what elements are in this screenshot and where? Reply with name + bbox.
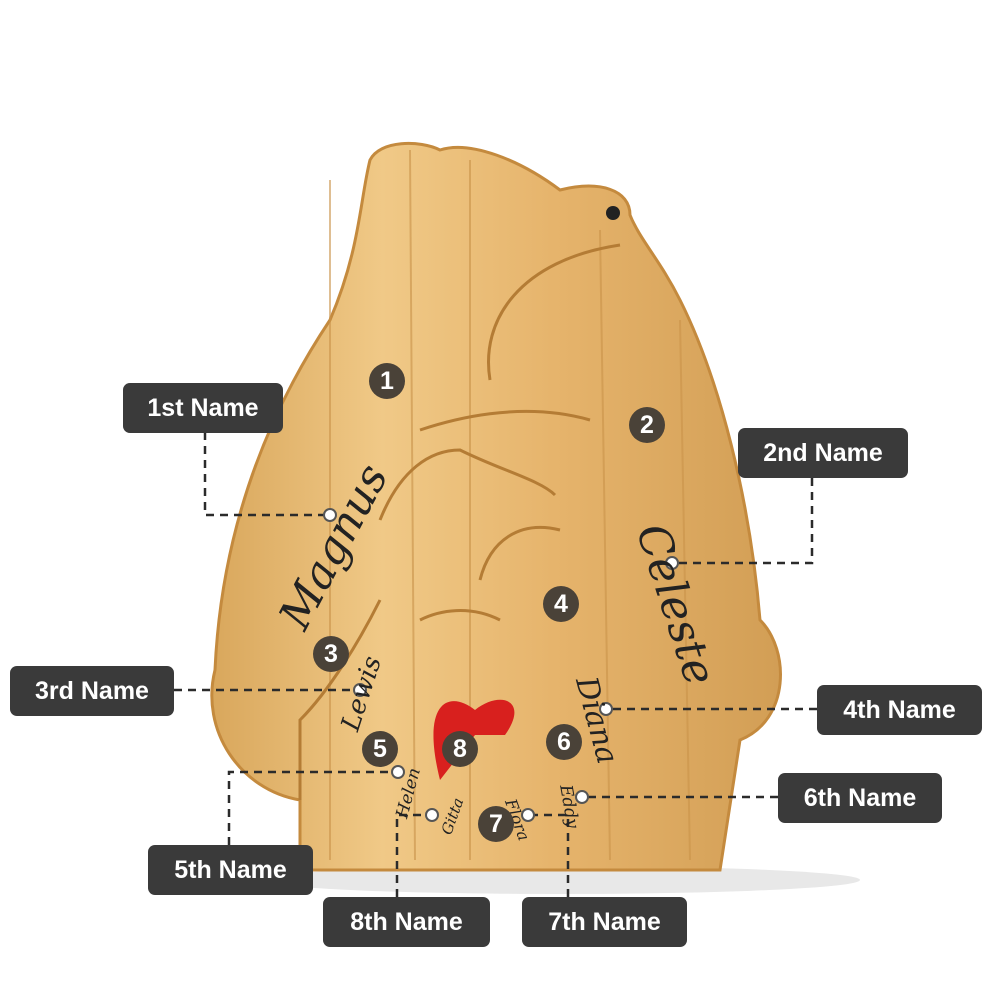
label-8th-name: 8th Name: [323, 897, 490, 947]
number-badge-1: 1: [369, 363, 405, 399]
number-badge-4: 4: [543, 586, 579, 622]
number-badge-5: 5: [362, 731, 398, 767]
number-badge-7: 7: [478, 806, 514, 842]
label-6th-name: 6th Name: [778, 773, 942, 823]
label-3rd-name: 3rd Name: [10, 666, 174, 716]
number-badge-8: 8: [442, 731, 478, 767]
number-badge-6: 6: [546, 724, 582, 760]
number-badge-3: 3: [313, 636, 349, 672]
puzzle-body: [210, 141, 782, 872]
label-7th-name: 7th Name: [522, 897, 687, 947]
number-badge-2: 2: [629, 407, 665, 443]
label-2nd-name: 2nd Name: [738, 428, 908, 478]
label-1st-name: 1st Name: [123, 383, 283, 433]
label-5th-name: 5th Name: [148, 845, 313, 895]
label-4th-name: 4th Name: [817, 685, 982, 735]
